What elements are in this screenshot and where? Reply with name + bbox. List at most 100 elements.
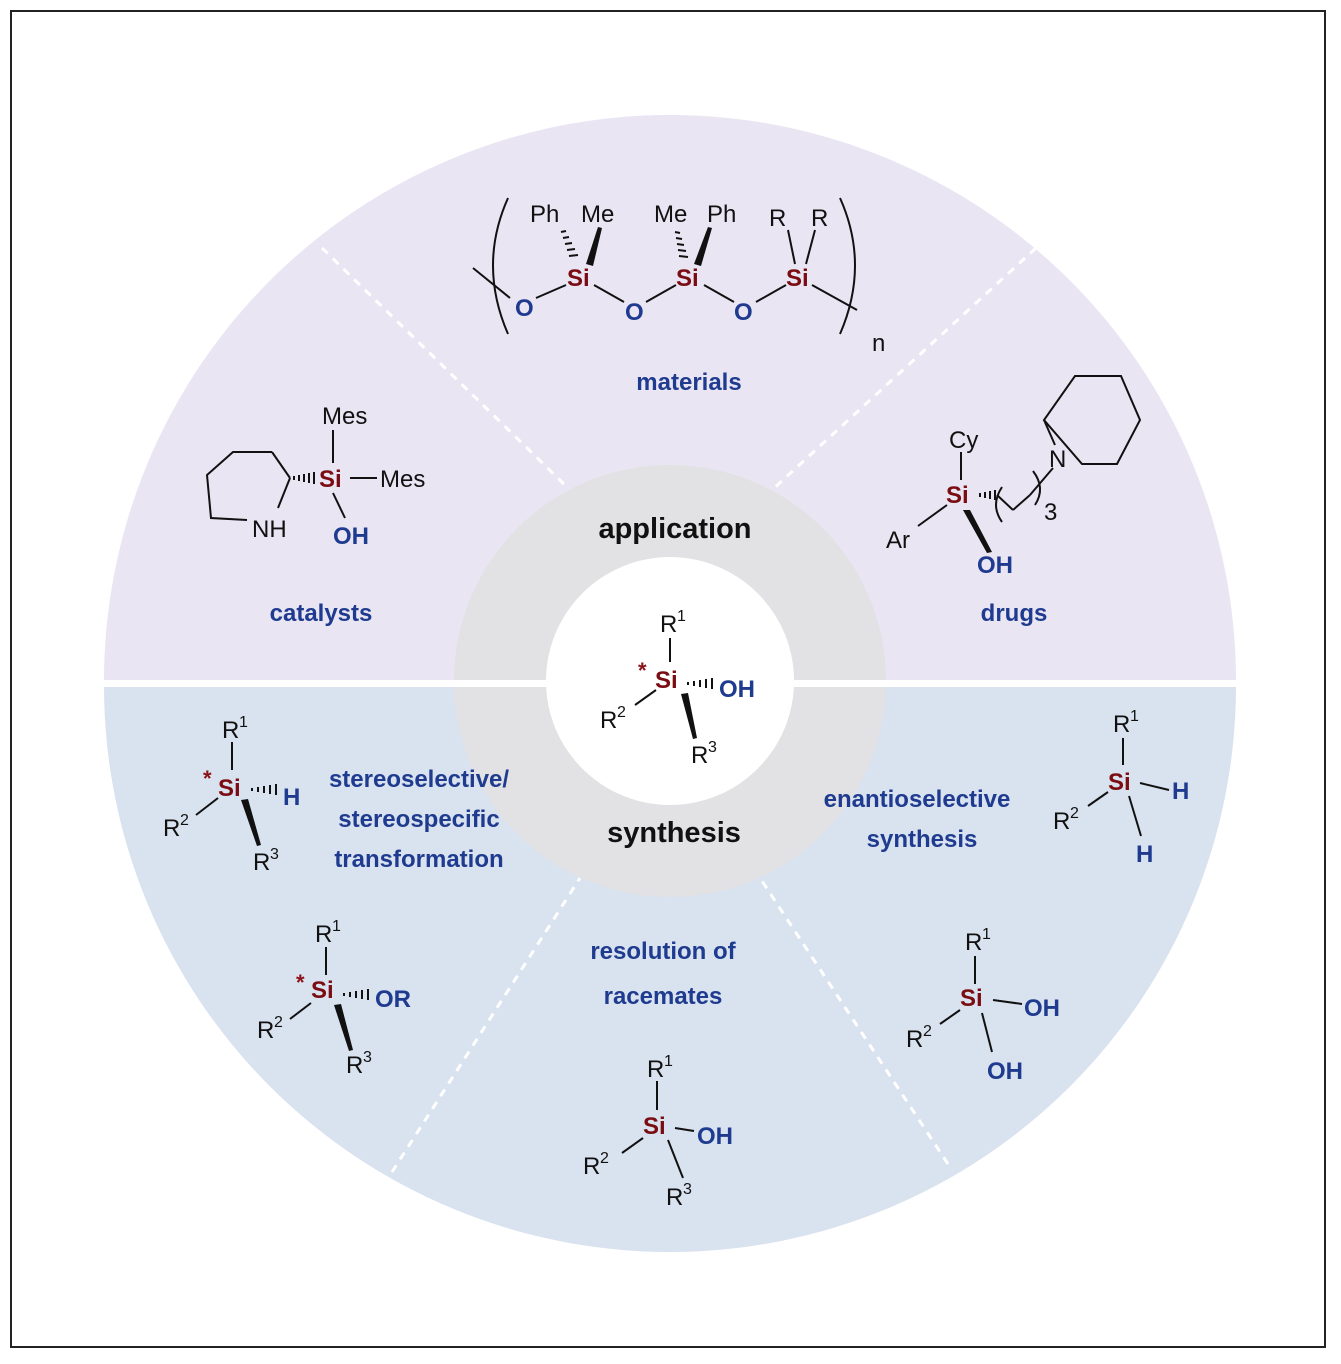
divider-materials-catalysts bbox=[320, 246, 568, 488]
application-half-disc bbox=[104, 115, 1236, 681]
svg-text:Si: Si bbox=[643, 1113, 666, 1140]
svg-text:Si: Si bbox=[319, 466, 342, 493]
hub-synthesis-label: synthesis bbox=[607, 817, 741, 849]
svg-text:OH: OH bbox=[333, 523, 369, 550]
svg-text:Si: Si bbox=[311, 977, 334, 1004]
svg-text:Ph: Ph bbox=[707, 201, 736, 228]
enantio-label-line2: synthesis bbox=[867, 826, 978, 853]
svg-text:3: 3 bbox=[363, 1049, 372, 1066]
svg-text:2: 2 bbox=[923, 1023, 932, 1040]
enantio-label-line1: enantioselective bbox=[824, 786, 1011, 813]
catalysts-label: catalysts bbox=[270, 600, 373, 627]
svg-text:R: R bbox=[965, 929, 982, 956]
hub-ring-gap-right bbox=[794, 680, 890, 687]
svg-text:2: 2 bbox=[1070, 805, 1079, 822]
svg-text:R: R bbox=[257, 1017, 274, 1044]
svg-text:Me: Me bbox=[654, 201, 687, 228]
catalyst-structure: Mes Si Mes NH OH bbox=[205, 403, 425, 550]
hub-application-label: application bbox=[598, 513, 751, 545]
svg-text:Si: Si bbox=[655, 667, 678, 694]
svg-text:O: O bbox=[515, 295, 534, 322]
stereo-label-line2: stereospecific bbox=[338, 806, 499, 833]
svg-text:n: n bbox=[872, 330, 885, 357]
svg-text:1: 1 bbox=[677, 608, 686, 625]
svg-text:Si: Si bbox=[218, 775, 241, 802]
svg-text:Si: Si bbox=[676, 265, 699, 292]
svg-text:R: R bbox=[163, 815, 180, 842]
svg-text:H: H bbox=[283, 784, 300, 811]
hub-center bbox=[546, 557, 794, 805]
svg-text:3: 3 bbox=[708, 739, 717, 756]
resolution-label-line1: resolution of bbox=[590, 938, 736, 965]
svg-text:Si: Si bbox=[946, 482, 969, 509]
svg-text:3: 3 bbox=[270, 846, 279, 863]
divider-stereo-resolution bbox=[390, 877, 582, 1173]
svg-text:H: H bbox=[1136, 841, 1153, 868]
svg-text:R: R bbox=[1053, 808, 1070, 835]
svg-text:R: R bbox=[222, 717, 239, 744]
svg-text:1: 1 bbox=[982, 926, 991, 943]
svg-text:R: R bbox=[346, 1052, 363, 1079]
stereo-label-line3: transformation bbox=[334, 846, 503, 873]
svg-text:N: N bbox=[1049, 446, 1066, 473]
svg-text:Ar: Ar bbox=[886, 527, 910, 554]
svg-text:R: R bbox=[583, 1153, 600, 1180]
svg-text:R: R bbox=[647, 1056, 664, 1083]
svg-text:1: 1 bbox=[1130, 708, 1139, 725]
svg-text:3: 3 bbox=[683, 1181, 692, 1198]
svg-text:*: * bbox=[638, 658, 647, 683]
svg-text:1: 1 bbox=[664, 1053, 673, 1070]
hub-ring-gap-left bbox=[450, 680, 546, 687]
svg-text:OH: OH bbox=[697, 1123, 733, 1150]
svg-text:2: 2 bbox=[180, 812, 189, 829]
svg-text:OR: OR bbox=[375, 986, 411, 1013]
svg-text:2: 2 bbox=[600, 1150, 609, 1167]
svg-text:R: R bbox=[600, 707, 617, 734]
svg-text:Cy: Cy bbox=[949, 427, 978, 454]
synthesis-half-disc bbox=[104, 686, 1236, 1252]
svg-text:R: R bbox=[811, 205, 828, 232]
resolution-label-line2: racemates bbox=[604, 983, 723, 1010]
svg-text:Si: Si bbox=[786, 265, 809, 292]
svg-text:Mes: Mes bbox=[322, 403, 367, 430]
svg-text:R: R bbox=[666, 1184, 683, 1211]
svg-text:O: O bbox=[734, 299, 753, 326]
svg-text:NH: NH bbox=[252, 516, 287, 543]
svg-text:R: R bbox=[769, 205, 786, 232]
svg-text:R: R bbox=[253, 849, 270, 876]
svg-text:R: R bbox=[691, 742, 708, 769]
svg-text:1: 1 bbox=[239, 714, 248, 731]
svg-text:R: R bbox=[1113, 711, 1130, 738]
svg-text:*: * bbox=[296, 970, 305, 995]
svg-text:Si: Si bbox=[960, 985, 983, 1012]
svg-text:R: R bbox=[315, 921, 332, 948]
svg-text:2: 2 bbox=[274, 1014, 283, 1031]
divider-resolution-enantio bbox=[758, 877, 950, 1165]
svg-text:OH: OH bbox=[977, 552, 1013, 579]
svg-text:*: * bbox=[203, 766, 212, 791]
svg-text:H: H bbox=[1172, 778, 1189, 805]
svg-text:R: R bbox=[660, 611, 677, 638]
polysiloxane-structure: Ph Me Me Ph R R Si Si Si O O O n bbox=[472, 197, 885, 357]
svg-text:OH: OH bbox=[719, 676, 755, 703]
svg-text:Si: Si bbox=[567, 265, 590, 292]
svg-text:2: 2 bbox=[617, 704, 626, 721]
svg-text:O: O bbox=[625, 299, 644, 326]
svg-text:3: 3 bbox=[1044, 499, 1057, 526]
materials-label: materials bbox=[636, 369, 741, 396]
svg-text:1: 1 bbox=[332, 918, 341, 935]
svg-text:Si: Si bbox=[1108, 769, 1131, 796]
svg-text:Me: Me bbox=[581, 201, 614, 228]
svg-text:Ph: Ph bbox=[530, 201, 559, 228]
svg-text:Mes: Mes bbox=[380, 466, 425, 493]
svg-text:OH: OH bbox=[987, 1058, 1023, 1085]
svg-text:R: R bbox=[906, 1026, 923, 1053]
drugs-label: drugs bbox=[981, 600, 1048, 627]
